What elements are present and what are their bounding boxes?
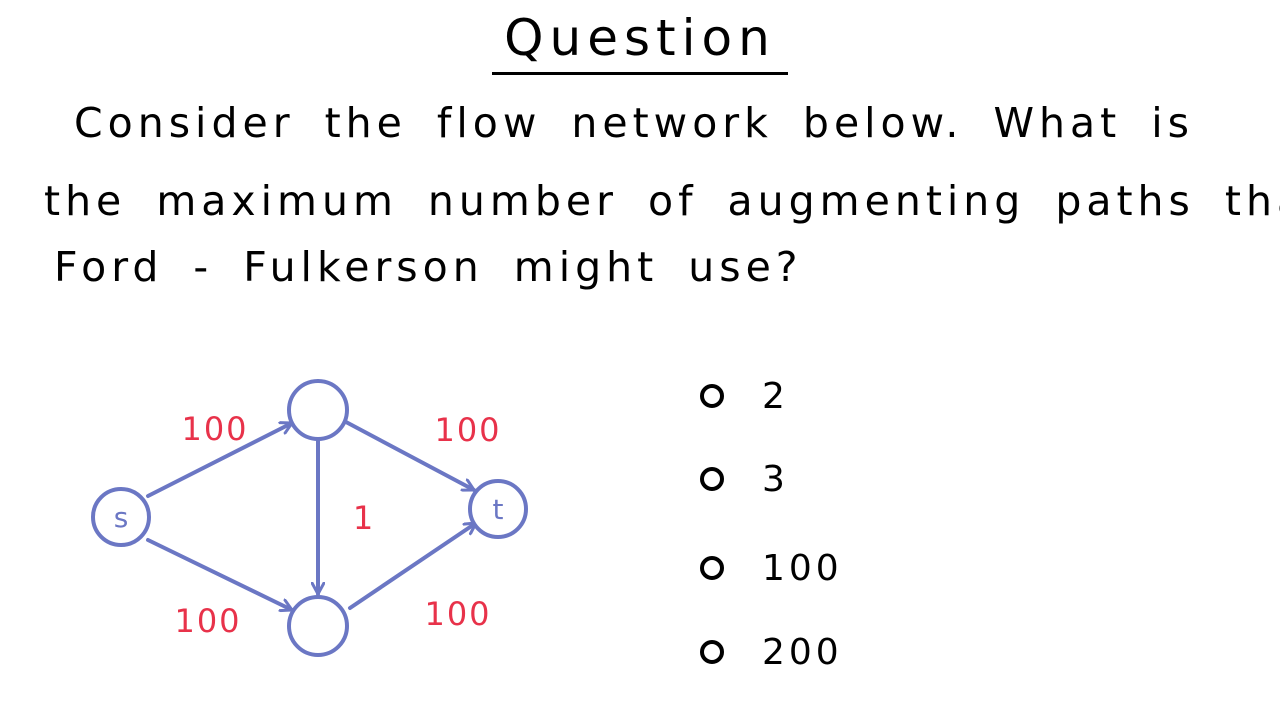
node-top [287, 379, 349, 441]
answer-option-2[interactable]: 2 [700, 374, 789, 418]
answer-option-label: 100 [762, 547, 843, 589]
node-s [91, 487, 151, 547]
edge-bottom-t [348, 521, 478, 610]
question-line-3: Ford - Fulkerson might use? [54, 243, 803, 291]
heading-text: Question [492, 4, 788, 75]
node-s-label: s [114, 501, 129, 534]
radio-circle-icon[interactable] [700, 384, 724, 408]
capacity-top-t: 100 [434, 411, 501, 449]
capacity-s-top: 100 [181, 410, 248, 448]
answer-option-200[interactable]: 200 [700, 630, 843, 674]
answer-option-label: 2 [762, 375, 789, 417]
edge-top-t [344, 420, 476, 492]
node-t-label: t [493, 493, 504, 526]
answer-option-label: 3 [762, 458, 789, 500]
answer-option-3[interactable]: 3 [700, 457, 789, 501]
capacity-s-bottom: 100 [174, 602, 241, 640]
answer-option-label: 200 [762, 631, 843, 673]
capacity-top-bottom: 1 [353, 499, 373, 537]
radio-circle-icon[interactable] [700, 640, 724, 664]
capacity-bottom-t: 100 [424, 595, 491, 633]
question-line-2: the maximum number of augmenting paths t… [44, 177, 1280, 225]
node-bottom [287, 595, 349, 657]
edge-s-bottom [146, 538, 294, 610]
radio-circle-icon[interactable] [700, 556, 724, 580]
node-t [468, 479, 528, 539]
question-line-1: Consider the flow network below. What is [74, 99, 1194, 147]
radio-circle-icon[interactable] [700, 467, 724, 491]
answer-option-100[interactable]: 100 [700, 546, 843, 590]
edge-s-top [146, 421, 294, 498]
question-heading: Question [0, 4, 1280, 75]
